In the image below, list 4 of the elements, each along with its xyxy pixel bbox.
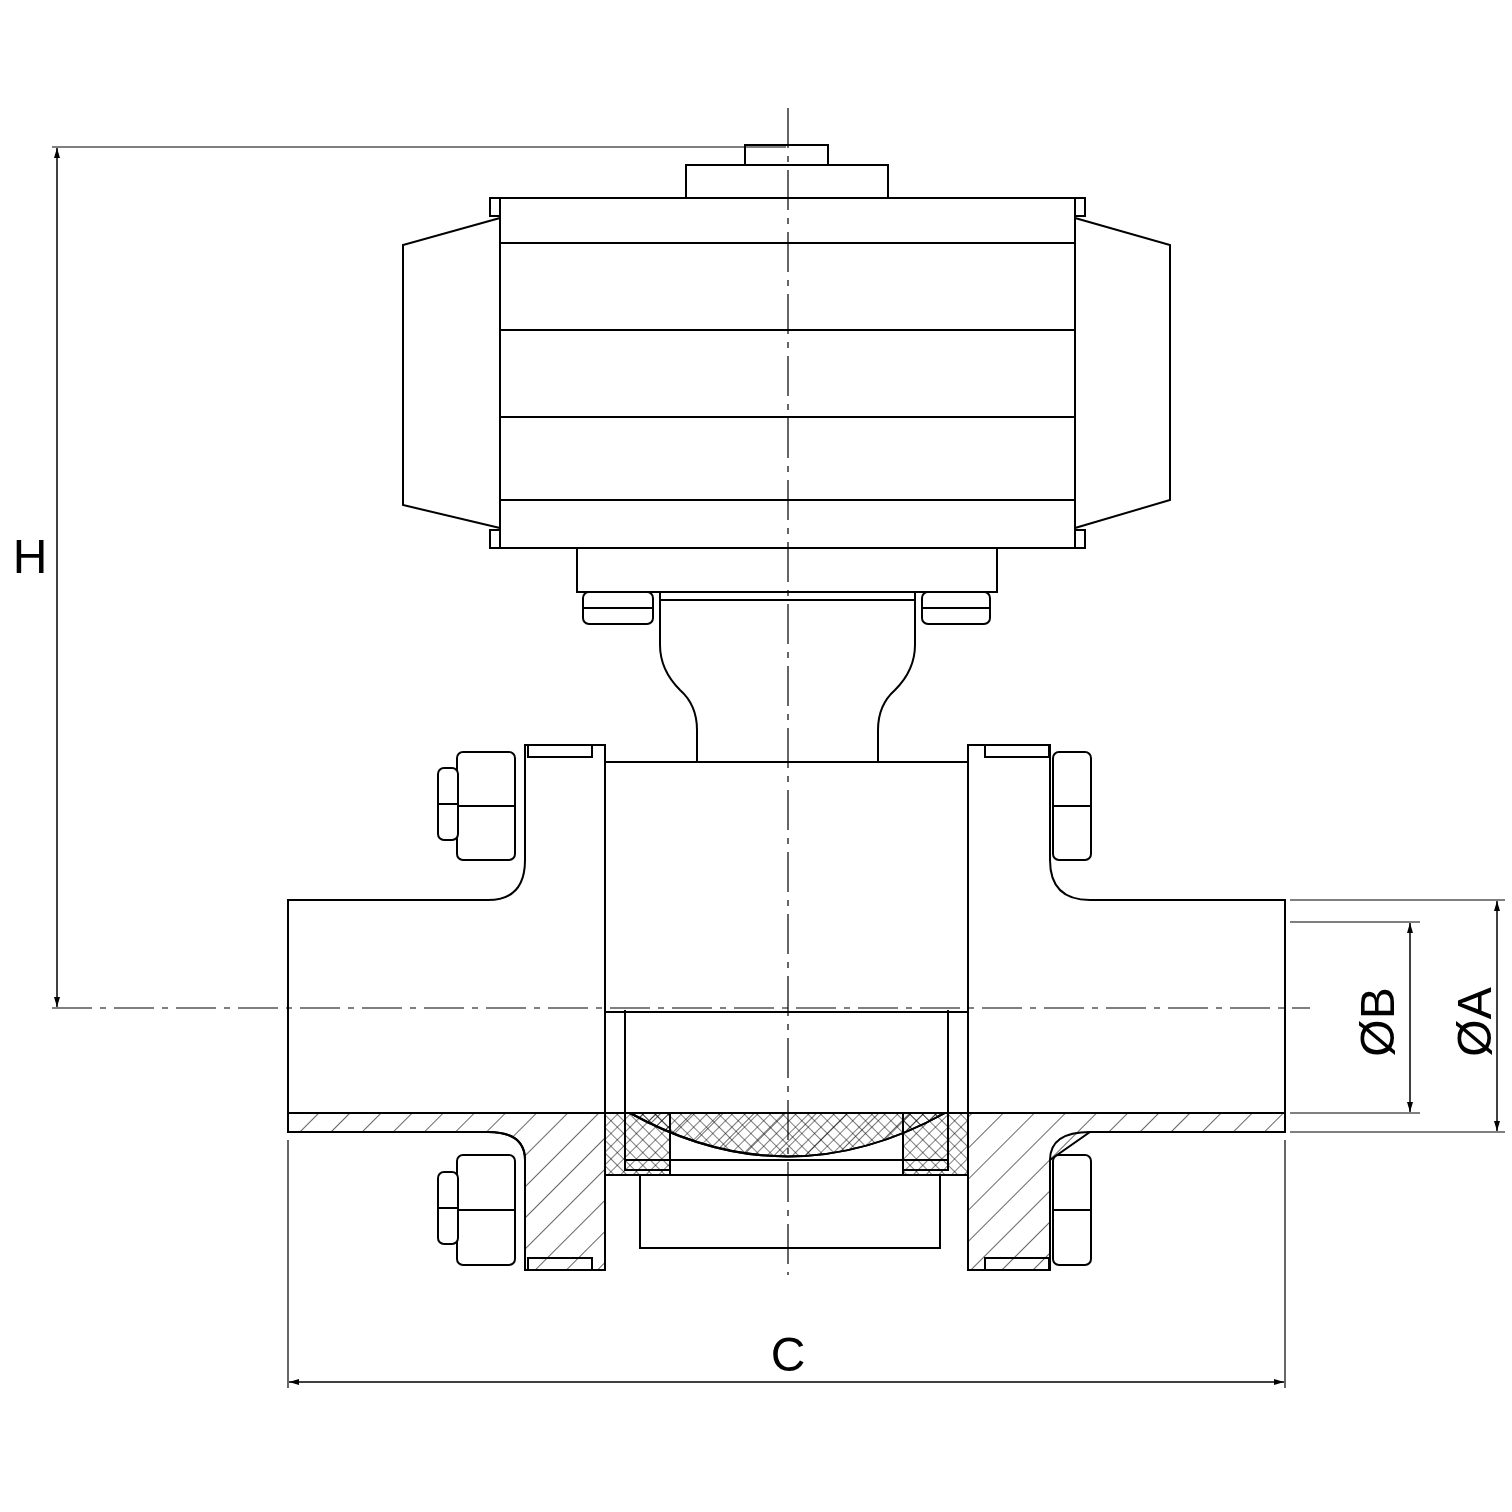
- dimension-label: ØA: [1451, 987, 1499, 1057]
- dimension-label: ØB: [1354, 987, 1402, 1057]
- dimension-label: C: [770, 1331, 806, 1379]
- dimension-label: H: [12, 533, 48, 581]
